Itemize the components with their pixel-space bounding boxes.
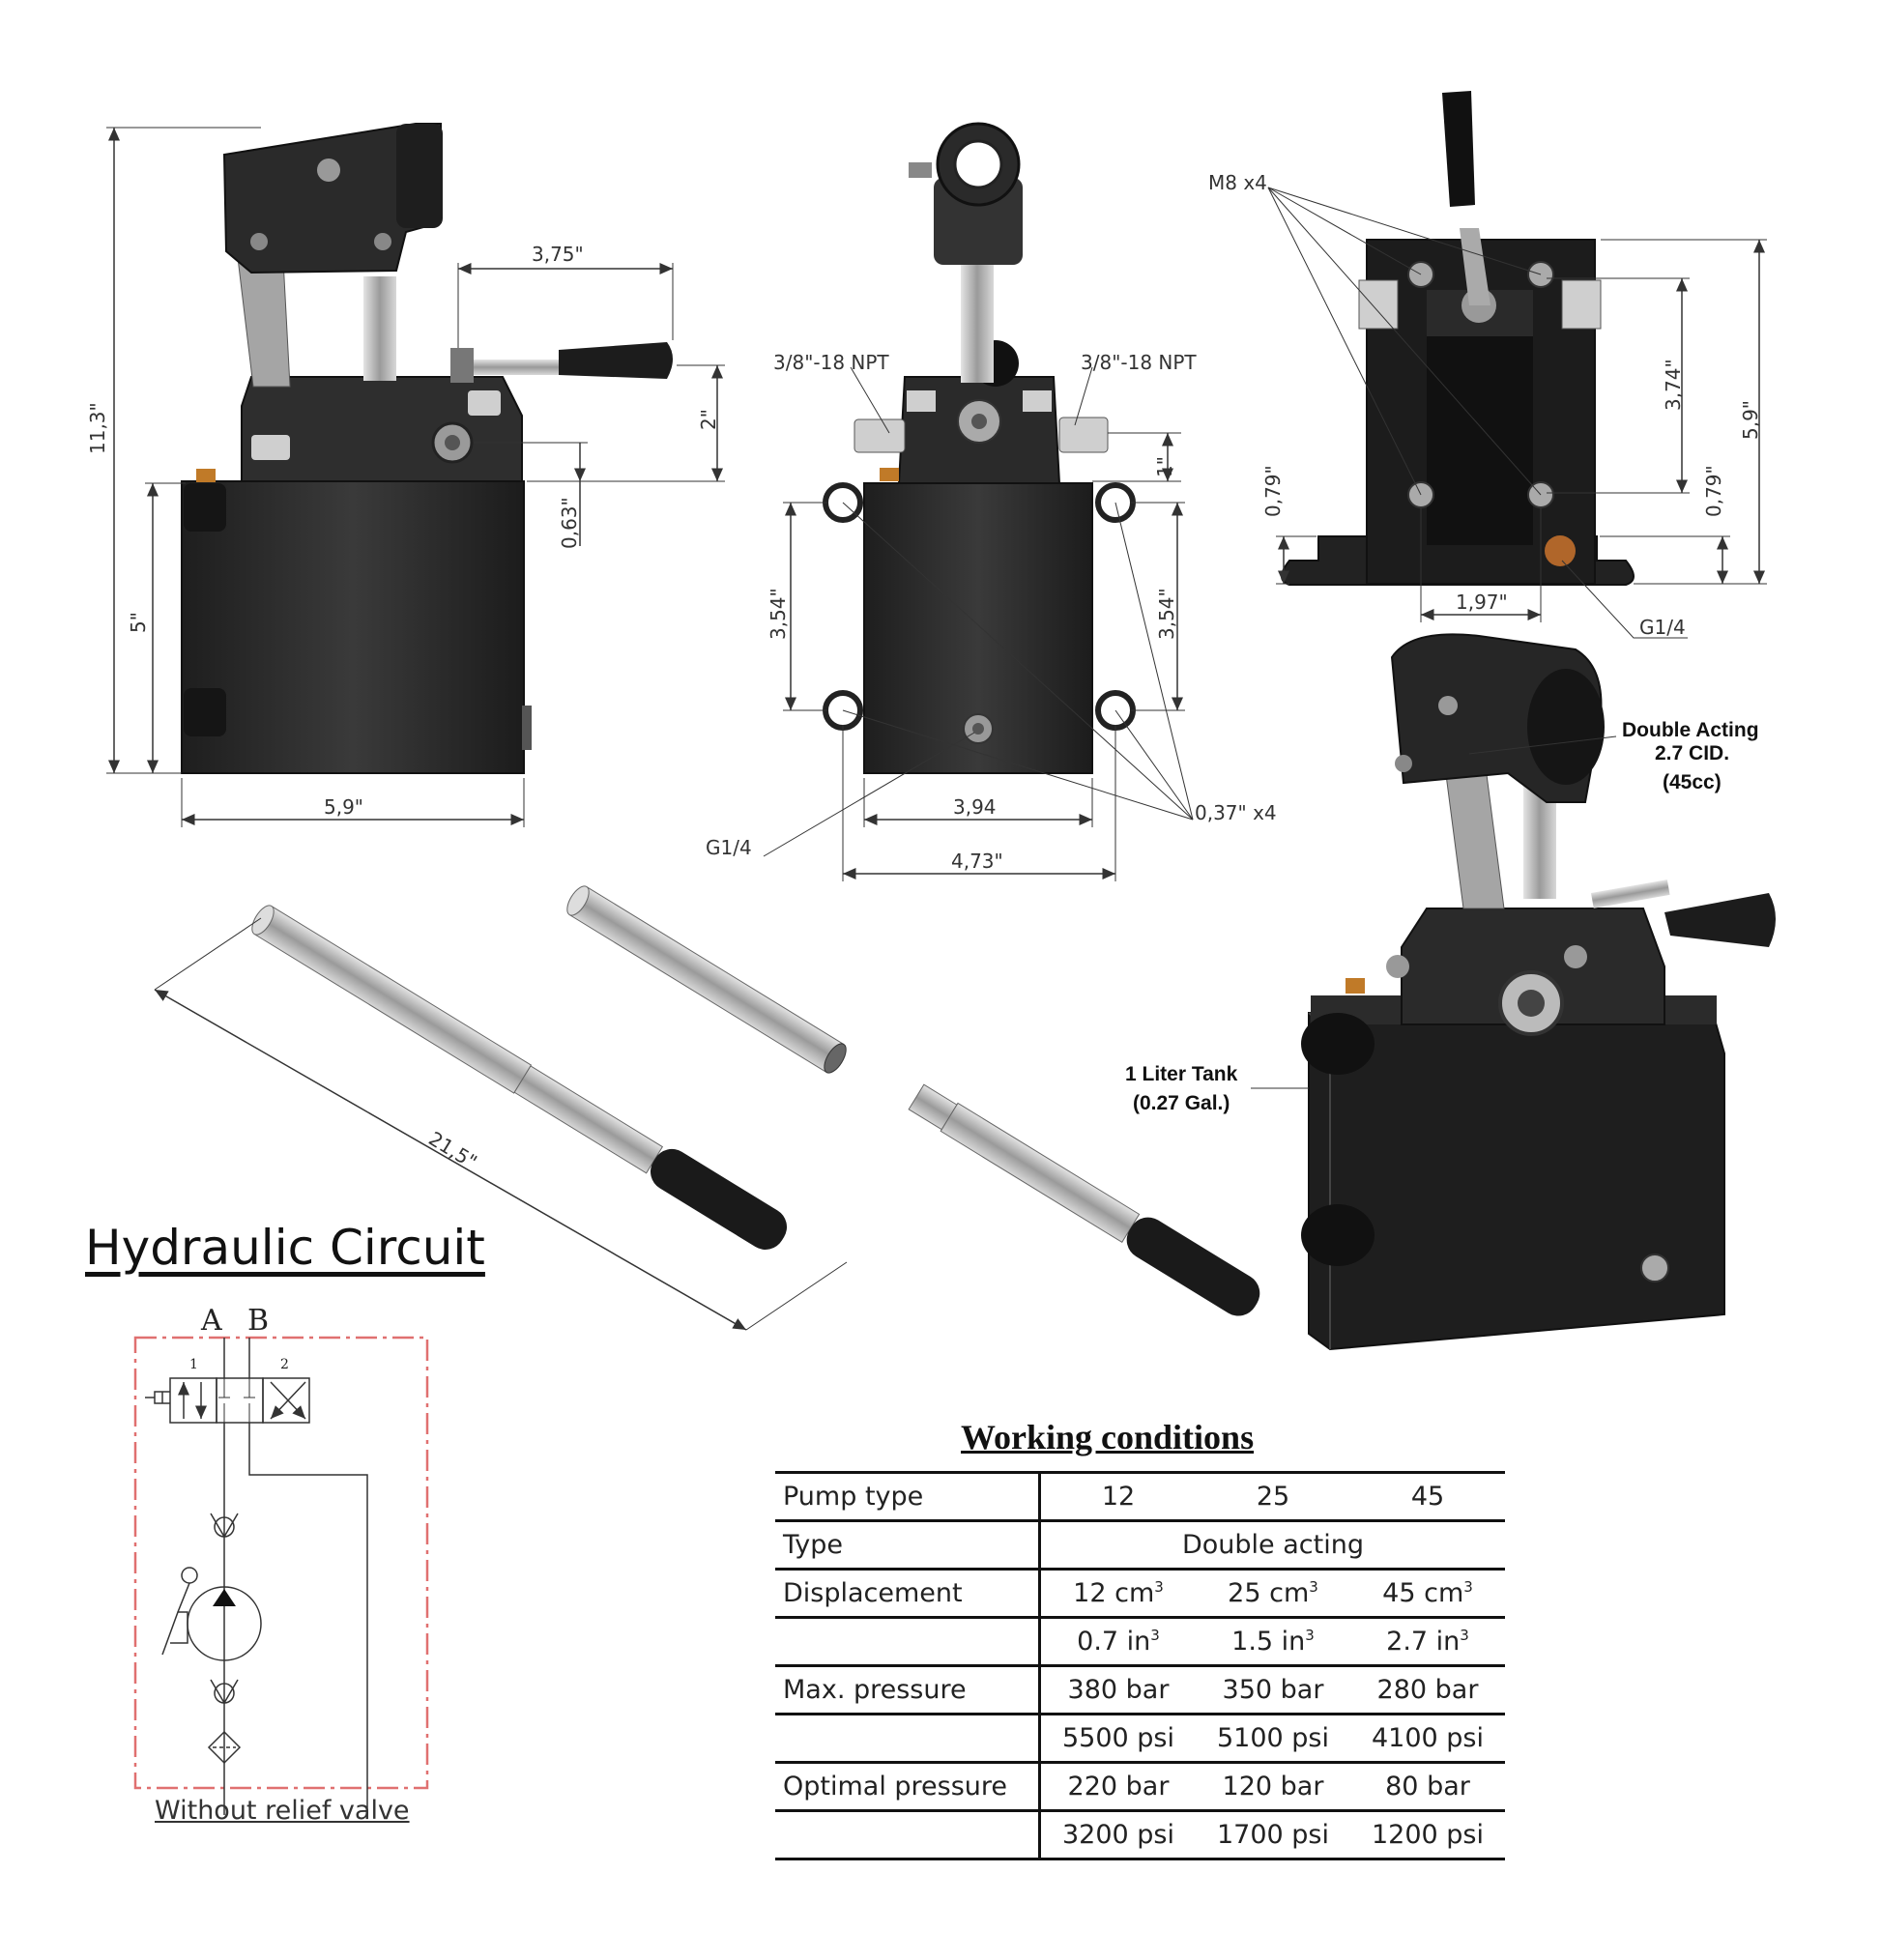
table-cell: 25 cm3 [1196, 1569, 1350, 1619]
table-cell: 380 bar [1039, 1665, 1196, 1715]
table-header-cell: 25 [1196, 1471, 1350, 1522]
table-header-label: Pump type [775, 1471, 1041, 1522]
front-view: 3/8"-18 NPT 3/8"-18 NPT 1" 3,54" 3,54" 3… [706, 122, 1277, 881]
hydraulic-circuit-title: Hydraulic Circuit [85, 1220, 485, 1276]
table-cell: 80 bar [1350, 1762, 1505, 1812]
cell-value: 1.5 in [1231, 1627, 1306, 1657]
dim-side-height: 11,3" [86, 402, 109, 454]
dim-top-drain: G1/4 [1639, 616, 1686, 639]
pump-callout-line1: Double Acting [1622, 719, 1759, 741]
dim-front-hole-v-right: 3,54" [1155, 588, 1178, 640]
table-cell: 350 bar [1196, 1665, 1350, 1715]
cell-value: 0.7 in [1077, 1627, 1151, 1657]
table-cell: 220 bar [1039, 1762, 1196, 1812]
table-cell: 45 cm3 [1350, 1569, 1505, 1619]
dim-lever-length: 21,5" [424, 1127, 480, 1174]
dim-port-height: 0,63" [558, 497, 581, 549]
dim-front-hole-spacing: 3,94 [953, 795, 997, 819]
cell-value: 2.7 in [1386, 1627, 1461, 1657]
unit-exponent: 3 [1460, 1627, 1469, 1644]
dim-top-base-right: 0,79" [1702, 465, 1725, 517]
dim-front-port-spacing: 1" [1153, 456, 1176, 477]
position-1-label: 1 [189, 1357, 198, 1372]
unit-exponent: 3 [1309, 1578, 1318, 1596]
dim-front-hole-v-left: 3,54" [767, 588, 790, 640]
table-cell: 120 bar [1196, 1762, 1350, 1812]
unit-exponent: 3 [1154, 1578, 1164, 1596]
unit-exponent: 3 [1463, 1578, 1473, 1596]
table-cell: 4100 psi [1350, 1714, 1505, 1764]
row-label-empty [775, 1810, 1041, 1860]
dim-top-bolts: M8 x4 [1208, 171, 1267, 194]
table-row: 0.7 in3 1.5 in3 2.7 in3 [775, 1617, 1505, 1667]
top-view: M8 x4 3,74" 5,9" 0,79" 0,79" 1,97" G1/4 [1208, 91, 1767, 639]
table-cell: 5500 psi [1039, 1714, 1196, 1764]
hydraulic-circuit-schematic: A B 1 2 [133, 1304, 429, 1815]
table-cell: 12 cm3 [1039, 1569, 1196, 1619]
table-cell: 5100 psi [1196, 1714, 1350, 1764]
row-label-empty [775, 1617, 1041, 1667]
table-cell: 280 bar [1350, 1665, 1505, 1715]
pump-callout-line2: 2.7 CID. [1655, 742, 1729, 764]
cell-value: 25 cm [1228, 1578, 1310, 1608]
table-cell: 1700 psi [1196, 1810, 1350, 1860]
table-row: Pump type 12 25 45 [775, 1471, 1505, 1522]
table-cell: 0.7 in3 [1039, 1617, 1196, 1667]
unit-exponent: 3 [1150, 1627, 1160, 1644]
side-view: 11,3" 5" 5,9" 3,75" 2" 0,63" [86, 123, 725, 827]
working-conditions-table: Pump type 12 25 45 Type Double acting Di… [775, 1471, 1505, 1860]
dim-top-base-left: 0,79" [1261, 465, 1285, 517]
table-cell: 3200 psi [1039, 1810, 1196, 1860]
table-row: 3200 psi 1700 psi 1200 psi [775, 1810, 1505, 1860]
pump-callout-line3: (45cc) [1663, 771, 1722, 793]
tank-callout-line1: 1 Liter Tank [1125, 1063, 1238, 1085]
table-cell: Double acting [1039, 1520, 1505, 1571]
row-label: Displacement [775, 1569, 1041, 1619]
dim-front-port-left: 3/8"-18 NPT [773, 351, 889, 374]
circuit-boundary [133, 1336, 429, 1790]
dim-top-height: 5,9" [1739, 400, 1762, 440]
cell-value: 12 cm [1073, 1578, 1155, 1608]
pump-3d-view: Double Acting 2.7 CID. (45cc) 1 Liter Ta… [1125, 633, 1776, 1351]
table-cell: 1200 psi [1350, 1810, 1505, 1860]
table-cell: 1.5 in3 [1196, 1617, 1350, 1667]
dim-side-width: 5,9" [324, 795, 363, 819]
tank-callout-line2: (0.27 Gal.) [1133, 1092, 1230, 1114]
dim-side-tank-height: 5" [127, 612, 150, 633]
port-a-label: A [200, 1304, 222, 1338]
dim-handle-reach: 3,75" [532, 243, 584, 266]
table-cell: 2.7 in3 [1350, 1617, 1505, 1667]
position-2-label: 2 [280, 1357, 289, 1372]
dim-handle-height: 2" [697, 409, 720, 430]
dim-front-width: 4,73" [951, 850, 1003, 873]
dim-top-spacing: 1,97" [1456, 591, 1508, 614]
working-conditions-title: Working conditions [961, 1418, 1255, 1456]
row-label: Optimal pressure [775, 1762, 1041, 1812]
dim-front-port-right: 3/8"-18 NPT [1081, 351, 1197, 374]
row-label: Type [775, 1520, 1041, 1571]
table-header-cell: 45 [1350, 1471, 1505, 1522]
dim-front-drain: G1/4 [706, 836, 752, 859]
table-row: Type Double acting [775, 1520, 1505, 1571]
row-label: Max. pressure [775, 1665, 1041, 1715]
unit-exponent: 3 [1305, 1627, 1315, 1644]
table-row: Max. pressure 380 bar 350 bar 280 bar [775, 1665, 1505, 1715]
port-b-label: B [247, 1304, 269, 1338]
cell-value: 45 cm [1382, 1578, 1464, 1608]
dim-front-holes: 0,37" x4 [1195, 801, 1277, 824]
table-row: Optimal pressure 220 bar 120 bar 80 bar [775, 1762, 1505, 1812]
row-label-empty [775, 1714, 1041, 1764]
table-header-cell: 12 [1039, 1471, 1196, 1522]
dim-top-bolt-spacing: 3,74" [1662, 359, 1685, 411]
circuit-caption: Without relief valve [155, 1796, 410, 1826]
table-row: Displacement 12 cm3 25 cm3 45 cm3 [775, 1569, 1505, 1619]
table-row: 5500 psi 5100 psi 4100 psi [775, 1714, 1505, 1764]
